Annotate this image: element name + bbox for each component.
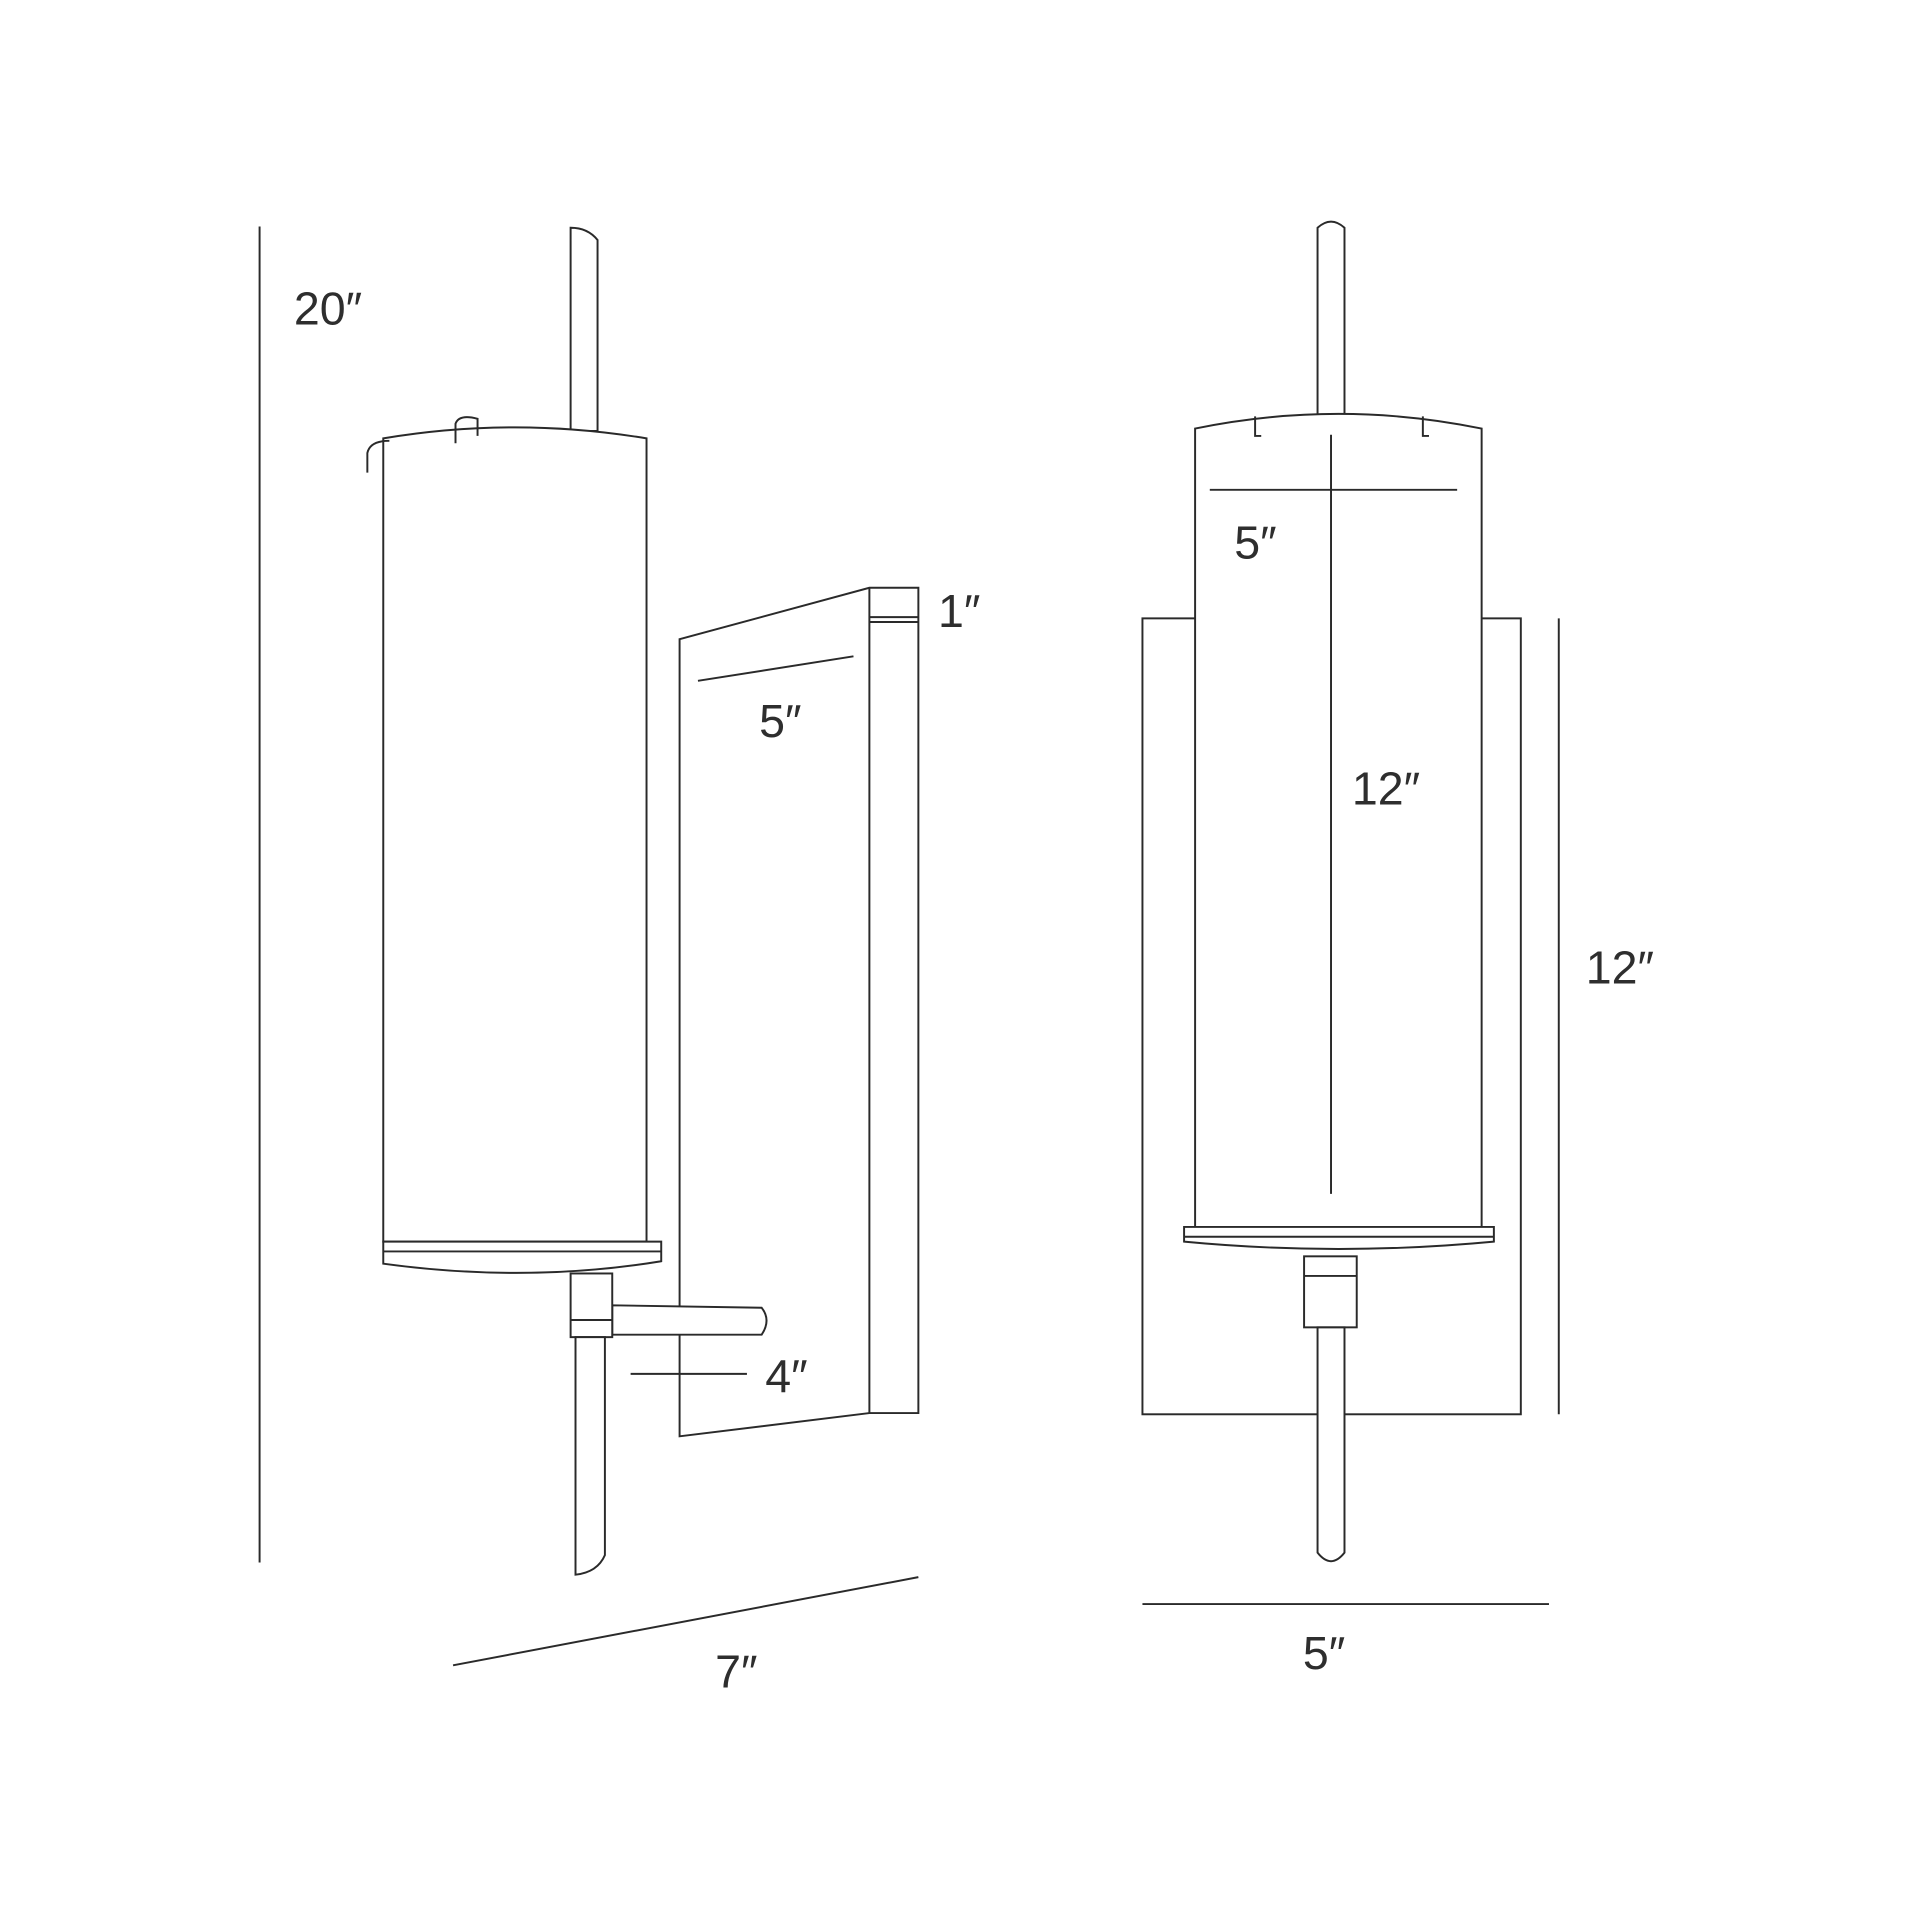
depth-dimension-line: [452, 1576, 919, 1667]
bottom-disc: [382, 1240, 663, 1274]
backplate-width-line: [697, 655, 854, 682]
socket-stem-front: [1303, 1255, 1358, 1329]
top-rod-front: [1316, 220, 1346, 418]
arm-label: 4″: [765, 1350, 807, 1402]
side-view: 20″ 5″ 1″ 4″ 7″: [258, 226, 980, 1697]
height-label: 20″: [294, 282, 362, 334]
top-rod: [569, 226, 599, 432]
bottom-disc-front: [1183, 1225, 1495, 1250]
backplate-side: [678, 586, 920, 1438]
shade-diameter-label: 5″: [1234, 516, 1276, 568]
arm: [611, 1304, 768, 1336]
front-view: 5″ 12″ 12″ 5″: [1141, 220, 1654, 1679]
shade-height-label: 12″: [1352, 762, 1420, 814]
shade-front: [1194, 412, 1483, 1228]
backplate-height-label: 12″: [1586, 941, 1654, 993]
bottom-rod-front: [1316, 1326, 1346, 1563]
depth-label: 7″: [715, 1645, 757, 1697]
bottom-rod: [574, 1336, 606, 1576]
width-label: 5″: [1303, 1627, 1345, 1679]
shade-side: [366, 416, 648, 1243]
backplate-thickness-label: 1″: [938, 585, 980, 637]
socket-stem: [569, 1272, 614, 1339]
backplate-width-label: 5″: [759, 695, 801, 747]
